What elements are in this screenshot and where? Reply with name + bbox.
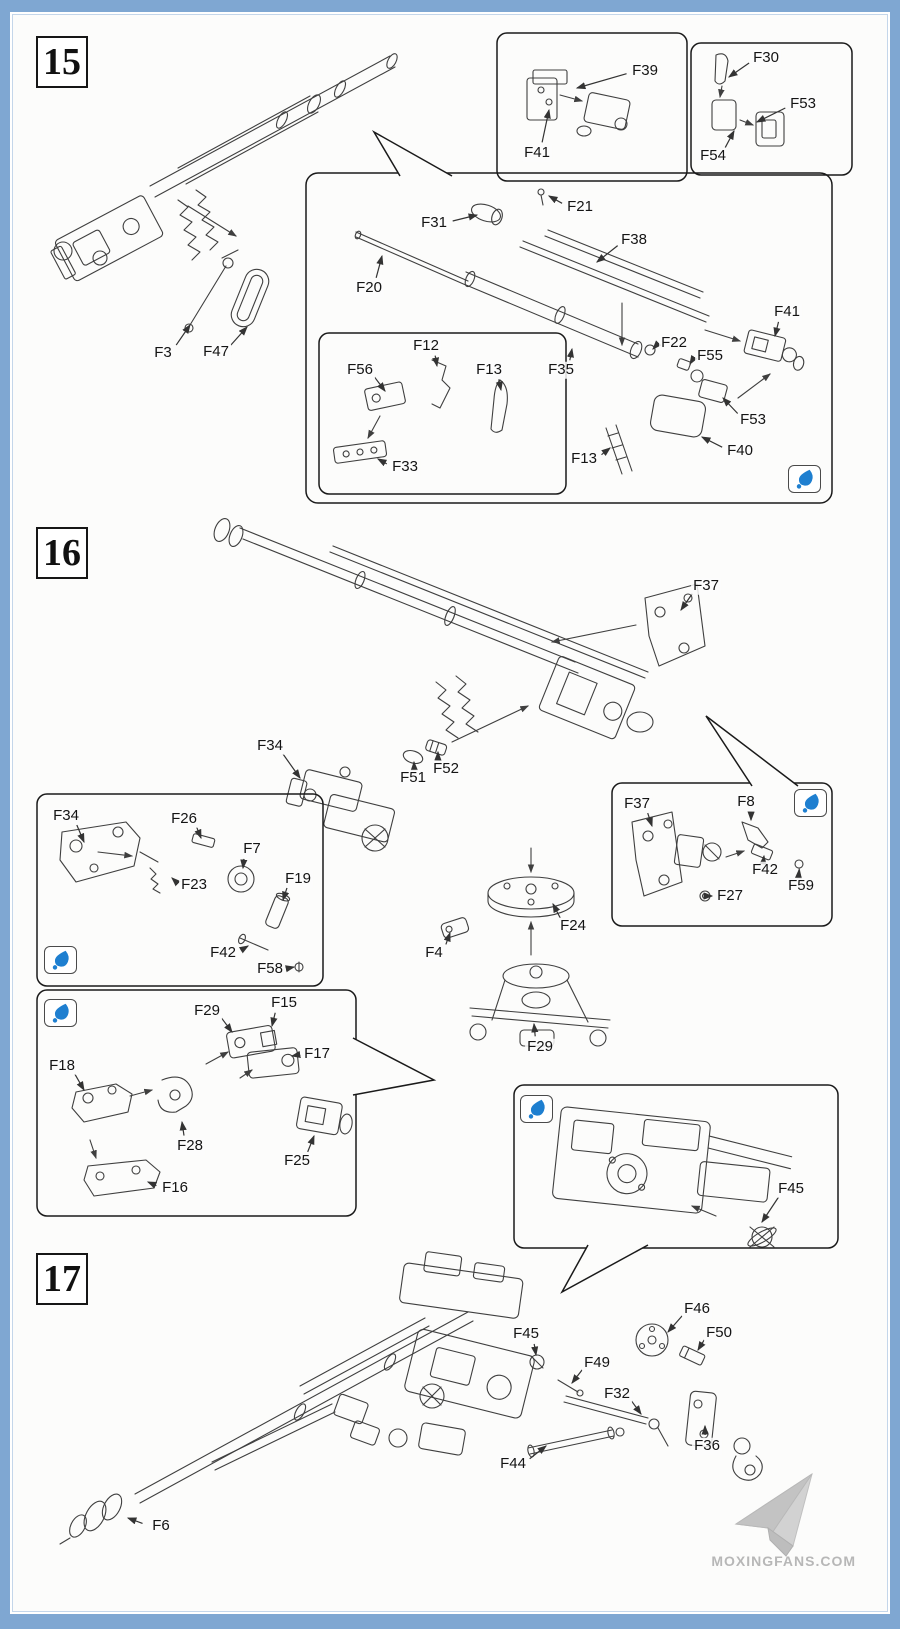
inset-f30-drawing <box>711 53 785 147</box>
part-label-f12: F12 <box>411 336 441 355</box>
part-label-f42: F42 <box>208 943 238 962</box>
part-label-f54: F54 <box>698 146 728 165</box>
part-label-f39: F39 <box>630 61 660 80</box>
cement-droplet-glyph <box>528 1099 545 1119</box>
cement-icon <box>44 946 77 974</box>
part-label-f21: F21 <box>565 197 595 216</box>
part-label-f51: F51 <box>398 768 428 787</box>
part-label-f13: F13 <box>474 360 504 379</box>
step15-inset-drawing <box>332 188 805 475</box>
part-label-f49: F49 <box>582 1353 612 1372</box>
part-label-f45: F45 <box>511 1324 541 1343</box>
part-label-f17: F17 <box>302 1044 332 1063</box>
part-label-f31: F31 <box>419 213 449 232</box>
part-label-f24: F24 <box>558 916 588 935</box>
part-label-f46: F46 <box>682 1299 712 1318</box>
part-label-f45: F45 <box>776 1179 806 1198</box>
part-label-f20: F20 <box>354 278 384 297</box>
part-label-f4: F4 <box>423 943 445 962</box>
cement-icon <box>788 465 821 493</box>
cement-droplet-glyph <box>796 469 813 489</box>
cement-droplet-glyph <box>52 950 69 970</box>
paper-plane-logo <box>734 1472 813 1557</box>
part-label-f15: F15 <box>269 993 299 1012</box>
cement-droplet-glyph <box>802 793 819 813</box>
part-label-f16: F16 <box>160 1178 190 1197</box>
part-label-f42: F42 <box>750 860 780 879</box>
part-label-f25: F25 <box>282 1151 312 1170</box>
part-label-f41: F41 <box>522 143 552 162</box>
part-label-f52: F52 <box>431 759 461 778</box>
part-label-f34: F34 <box>51 806 81 825</box>
cement-icon <box>44 999 77 1027</box>
part-label-f29: F29 <box>192 1001 222 1020</box>
part-label-f37: F37 <box>622 794 652 813</box>
part-label-f41: F41 <box>772 302 802 321</box>
part-label-f55: F55 <box>695 346 725 365</box>
part-label-f50: F50 <box>704 1323 734 1342</box>
inset-f34-drawing <box>59 821 304 973</box>
part-label-f44: F44 <box>498 1454 528 1473</box>
part-label-f33: F33 <box>390 457 420 476</box>
part-label-f32: F32 <box>602 1384 632 1403</box>
part-label-f6: F6 <box>150 1516 172 1535</box>
cement-droplet-glyph <box>52 1003 69 1023</box>
part-label-f59: F59 <box>786 876 816 895</box>
part-label-f56: F56 <box>345 360 375 379</box>
part-label-f27: F27 <box>715 886 745 905</box>
step-number-15: 15 <box>36 36 88 88</box>
inset-f45-drawing <box>552 1106 793 1248</box>
part-label-f47: F47 <box>201 342 231 361</box>
part-label-f38: F38 <box>619 230 649 249</box>
step17-main-drawing <box>59 1251 763 1545</box>
part-label-f35: F35 <box>546 360 576 379</box>
cement-icon <box>794 789 827 817</box>
part-label-f8: F8 <box>735 792 757 811</box>
part-label-f53: F53 <box>788 94 818 113</box>
part-label-f18: F18 <box>47 1056 77 1075</box>
step16-main-drawing <box>213 518 706 1047</box>
inset-f39-drawing <box>526 69 631 137</box>
step15-main-drawing <box>50 53 398 333</box>
part-label-f29: F29 <box>525 1037 555 1056</box>
part-label-f58: F58 <box>255 959 285 978</box>
part-label-f3: F3 <box>152 343 174 362</box>
part-label-f13: F13 <box>569 449 599 468</box>
inset-pointers <box>352 129 799 1294</box>
step-number-17: 17 <box>36 1253 88 1305</box>
watermark-text: MOXINGFANS.COM <box>711 1553 856 1569</box>
part-label-f36: F36 <box>692 1436 722 1455</box>
part-label-f34: F34 <box>255 736 285 755</box>
part-label-f40: F40 <box>725 441 755 460</box>
part-label-f37: F37 <box>691 576 721 595</box>
part-label-f19: F19 <box>283 869 313 888</box>
part-label-f28: F28 <box>175 1136 205 1155</box>
part-label-f26: F26 <box>169 809 199 828</box>
part-label-f53: F53 <box>738 410 768 429</box>
cement-icon <box>520 1095 553 1123</box>
part-label-f23: F23 <box>179 875 209 894</box>
part-label-f22: F22 <box>659 333 689 352</box>
part-label-f30: F30 <box>751 48 781 67</box>
part-label-f7: F7 <box>241 839 263 858</box>
step-number-16: 16 <box>36 527 88 579</box>
inset-boxes <box>36 32 853 1249</box>
